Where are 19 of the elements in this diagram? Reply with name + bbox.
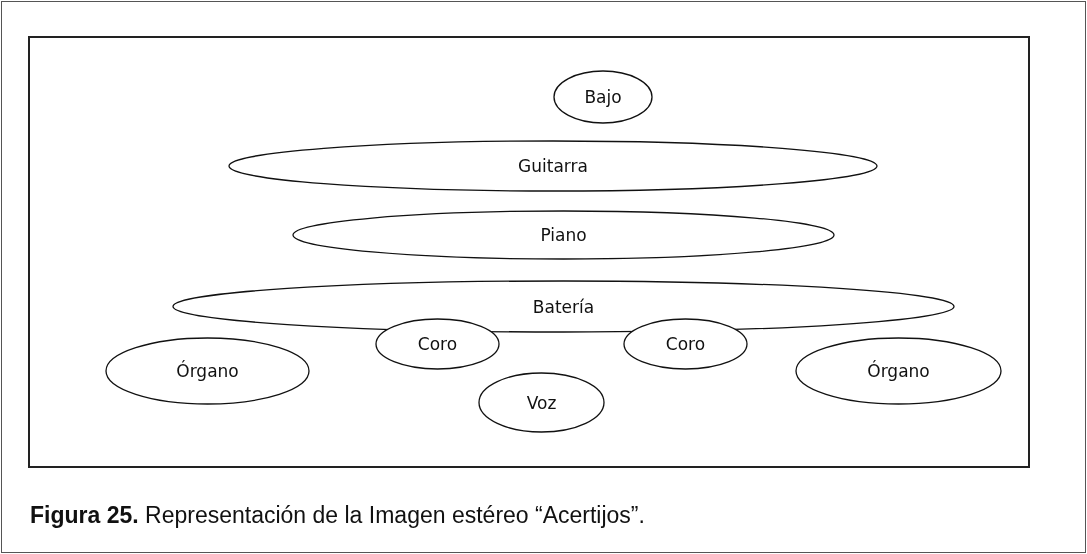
ellipse-node — [172, 280, 955, 333]
node-label: Coro — [416, 334, 459, 354]
ellipse-node — [623, 318, 748, 370]
ellipse-node — [795, 337, 1002, 405]
node-label: Coro — [664, 334, 707, 354]
ellipse-node — [478, 372, 605, 433]
node-label: Voz — [525, 392, 558, 413]
ellipse-node — [105, 337, 310, 405]
node-label: Batería — [531, 296, 596, 317]
node-label: Guitarra — [517, 156, 589, 176]
figure-caption: Figura 25. Representación de la Imagen estéreo “Acertijos”. — [30, 502, 645, 529]
node-label: Piano — [539, 225, 588, 245]
ellipse-node — [228, 140, 878, 192]
node-label: Órgano — [866, 361, 931, 381]
ellipse-node — [292, 210, 835, 260]
ellipse-node — [375, 318, 500, 370]
node-label: Órgano — [175, 361, 240, 381]
node-label: Bajo — [583, 87, 623, 107]
ellipse-node — [553, 70, 653, 124]
